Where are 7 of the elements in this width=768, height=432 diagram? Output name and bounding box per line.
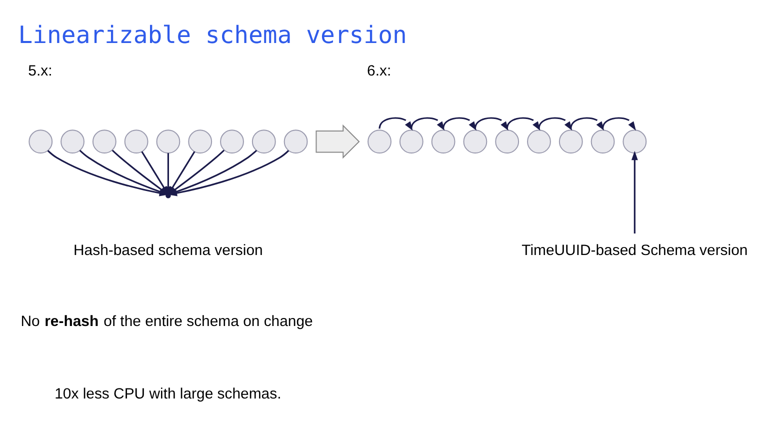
label: 6.x: [367,62,392,79]
label: 5.x: [28,62,52,79]
label: 10x less CPU with large schemas. [54,385,282,402]
label: Hash-based schema version [74,242,263,259]
diagram-title: Linearizable schema version [18,20,407,49]
label: No re-hash of the entire schema on change [20,312,313,330]
node-text: TimeUUID-based Schema version [522,242,748,259]
